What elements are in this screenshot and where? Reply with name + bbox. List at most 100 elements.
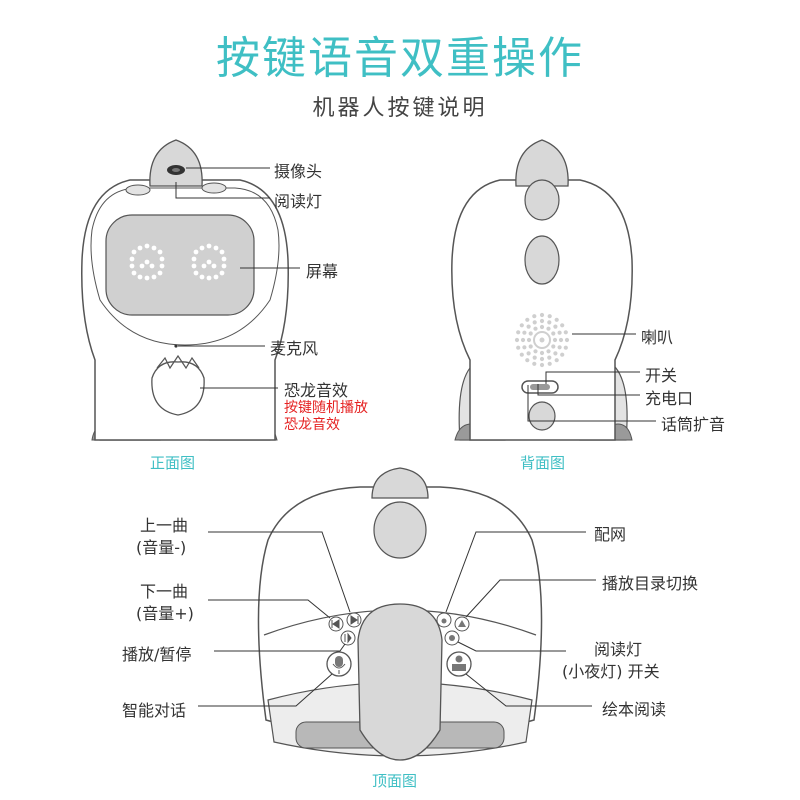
speaker-hole (547, 361, 552, 366)
speaker-hole (539, 356, 545, 362)
front-left-ear (125, 184, 151, 196)
front-head-fin (149, 139, 203, 187)
speaker-hole (520, 337, 526, 343)
label-reading-light: 阅读灯 (274, 192, 323, 211)
label-dino-sound: 恐龙音效 (284, 381, 349, 400)
speaker-hole (539, 324, 545, 330)
speaker-hole (516, 345, 521, 350)
speaker-hole (546, 326, 551, 331)
front-view (81, 139, 300, 441)
label-dino-note-2: 恐龙音效 (284, 417, 340, 433)
switch-dir-button[interactable] (454, 616, 470, 632)
speaker-hole (539, 362, 545, 368)
front-right-ear (201, 182, 227, 194)
label-charging-port: 充电口 (645, 389, 694, 408)
speaker-hole (552, 337, 558, 343)
page-subtitle: 机器人按键说明 (312, 96, 488, 121)
label-play-pause: 播放/暂停 (122, 645, 192, 664)
speaker-hole (532, 320, 537, 325)
speaker-hole (546, 349, 551, 354)
speaker-hole (547, 355, 552, 360)
back-body (451, 179, 633, 441)
back-tail-button (528, 401, 556, 431)
leader-picture-book (465, 673, 592, 707)
speaker-hole (528, 331, 533, 336)
page-title: 按键语音双重操作 (216, 33, 584, 84)
top-spike-1 (373, 501, 427, 559)
label-network: 配网 (594, 525, 627, 544)
left-eye-dots (129, 243, 165, 281)
leader-night-light (457, 641, 566, 652)
speaker-hole (557, 345, 562, 350)
speaker-hole (554, 358, 559, 363)
speaker-hole (554, 317, 559, 322)
label-prev-2: (音量-) (136, 538, 187, 557)
back-caption: 背面图 (520, 454, 566, 472)
speaker-hole (516, 330, 521, 335)
speaker-hole (557, 330, 562, 335)
label-night-light-2: (小夜灯) 开关 (562, 662, 660, 681)
label-microphone: 麦克风 (270, 339, 319, 358)
speaker-grille (533, 331, 551, 349)
speaker-hole (539, 318, 545, 324)
right-eye-dots (191, 243, 227, 281)
back-spike-2 (524, 235, 560, 285)
speaker-hole (560, 352, 565, 357)
speaker-hole (539, 312, 545, 318)
speaker-hole (533, 326, 538, 331)
speaker-hole (563, 330, 568, 335)
speaker-hole (525, 317, 530, 322)
label-smart-chat: 智能对话 (122, 701, 187, 720)
back-spike-1 (524, 179, 560, 221)
speaker-holes (514, 312, 570, 368)
picture-book-button[interactable] (446, 651, 472, 677)
label-mic-amplify: 话筒扩音 (661, 415, 726, 434)
label-next-2: (音量+) (136, 604, 194, 623)
speaker-hole (547, 320, 552, 325)
speaker-hole (558, 337, 564, 343)
leader-switch-dir (465, 579, 596, 618)
speaker-hole (526, 351, 531, 356)
speaker-hole (564, 337, 570, 343)
leader-switch (545, 371, 640, 384)
speaker-hole (563, 345, 568, 350)
leader-charging-port (537, 384, 640, 396)
label-screen: 屏幕 (306, 262, 339, 281)
top-caption: 顶面图 (372, 772, 418, 790)
label-dino-note-1: 按键随机播放 (284, 400, 368, 416)
speaker-hole (519, 352, 524, 357)
back-head-fin (515, 139, 569, 187)
smart-chat-button[interactable] (326, 651, 352, 677)
leader-play-pause (214, 643, 346, 652)
speaker-hole (532, 314, 537, 319)
speaker-hole (560, 323, 565, 328)
speaker-hole (533, 349, 538, 354)
speaker-hole (525, 358, 530, 363)
label-picture-book: 绘本阅读 (602, 700, 667, 719)
play-pause-button[interactable] (340, 630, 356, 646)
front-mic-dot (174, 344, 178, 348)
speaker-hole (526, 324, 531, 329)
label-camera: 摄像头 (274, 162, 323, 181)
speaker-hole (551, 331, 556, 336)
speaker-hole (514, 337, 520, 343)
next-track-button[interactable] (346, 612, 362, 628)
leader-network (445, 531, 586, 613)
label-switch-dir: 播放目录切换 (602, 574, 699, 593)
speaker-hole (553, 351, 558, 356)
night-light-button[interactable] (444, 630, 460, 646)
back-view (451, 139, 656, 441)
label-switch: 开关 (645, 366, 678, 385)
leader-reading-light (175, 182, 270, 199)
prev-track-button[interactable] (328, 616, 344, 632)
leader-smart-chat (198, 673, 333, 707)
speaker-hole (528, 344, 533, 349)
front-screen (105, 214, 255, 316)
speaker-hole (553, 324, 558, 329)
top-head-fin (371, 467, 429, 499)
speaker-hole (526, 337, 532, 343)
label-night-light-1: 阅读灯 (594, 640, 643, 659)
top-view (198, 467, 596, 761)
network-button[interactable] (436, 612, 452, 628)
